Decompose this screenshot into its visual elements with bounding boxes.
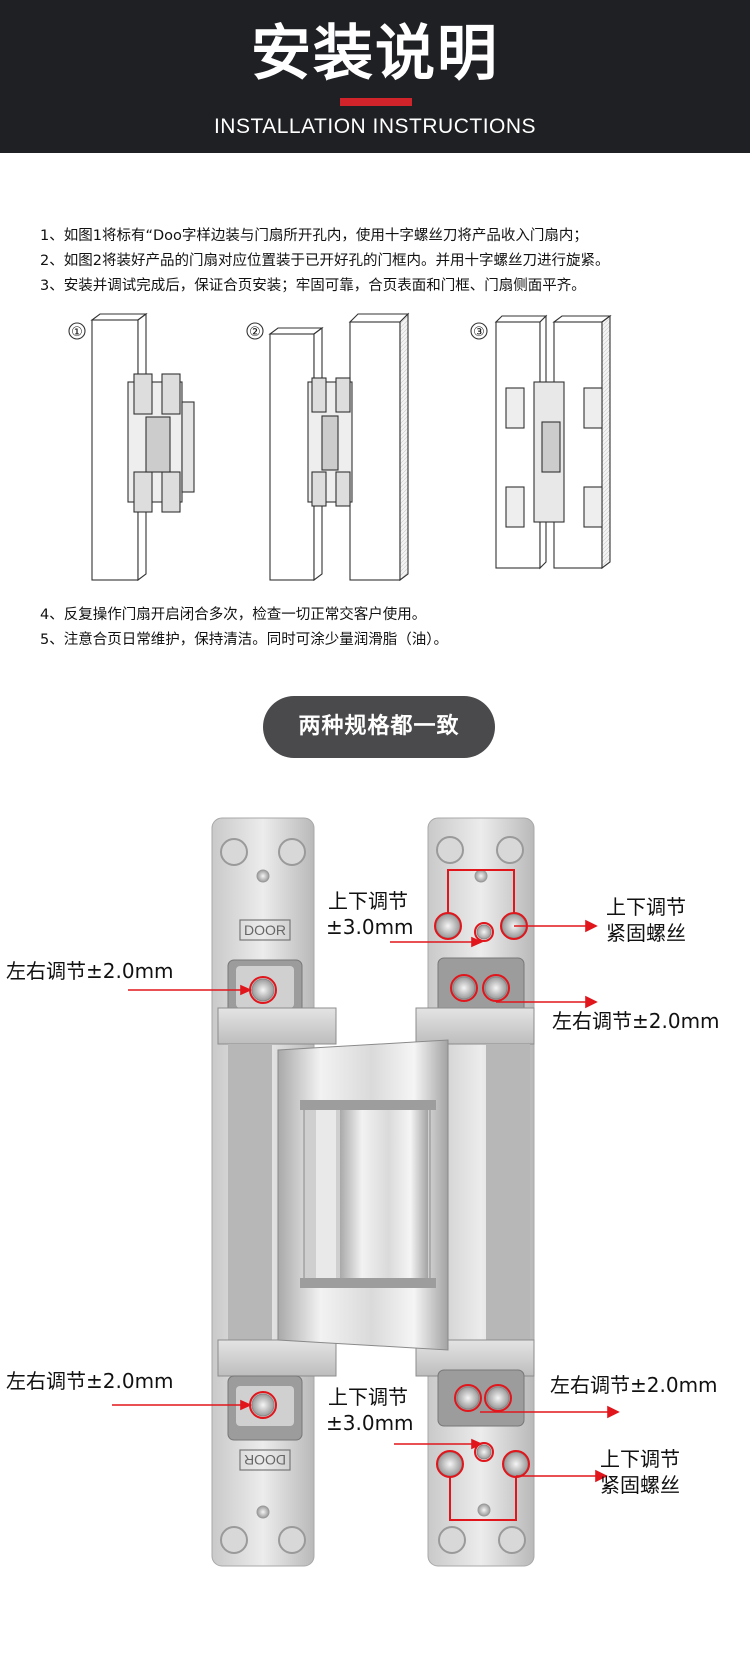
leader-lines xyxy=(112,919,620,1483)
brand-logo-top: DOOR xyxy=(244,922,286,938)
step-5: 5、注意合页日常维护，保持清洁。同时可涂少量润滑脂（油）。 xyxy=(40,632,448,648)
label-up-down-top-a: 上下调节 xyxy=(328,889,408,913)
label-up-down-bot-a: 上下调节 xyxy=(328,1385,408,1409)
hinge-knuckle xyxy=(277,1039,449,1351)
figure-2-marker: ② xyxy=(249,325,261,340)
adjustment-markers xyxy=(249,869,530,1521)
label-fasten-bot-a: 上下调节 xyxy=(600,1447,680,1471)
label-lr-left-top: 左右调节±2.0mm xyxy=(6,959,174,983)
figure-2: ② xyxy=(246,312,410,582)
figure-1: ① xyxy=(68,312,195,582)
label-lr-right-bottom: 左右调节±2.0mm xyxy=(550,1373,718,1397)
label-fasten-top-a: 上下调节 xyxy=(606,895,686,919)
label-fasten-bot-b: 紧固螺丝 xyxy=(600,1473,680,1497)
step-1: 1、如图1将标有“Doo字样边装与门扇所开孔内，使用十字螺丝刀将产品收入门扇内； xyxy=(40,228,588,244)
step-3: 3、安装并调试完成后，保证合页安装；牢固可靠，合页表面和门框、门扇侧面平齐。 xyxy=(40,278,586,294)
label-up-down-top-b: ±3.0mm xyxy=(326,915,414,939)
page-title: 安装说明 xyxy=(251,19,499,89)
step-2: 2、如图2将装好产品的门扇对应位置装于已开好孔的门框内。并用十字螺丝刀进行旋紧。 xyxy=(40,253,610,269)
page-subtitle: INSTALLATION INSTRUCTIONS xyxy=(213,115,537,138)
spec-badge: 两种规格都一致 xyxy=(263,696,495,758)
step-4: 4、反复操作门扇开启闭合多次，检查一切正常交客户使用。 xyxy=(40,607,427,623)
hinge-diagram: DOOR DOOR xyxy=(112,817,620,1567)
title-underline xyxy=(340,98,412,106)
figure-3-marker: ③ xyxy=(473,325,485,340)
figure-3: ③ xyxy=(470,314,612,570)
hinge-left-leaf: DOOR DOOR xyxy=(211,817,337,1567)
label-up-down-bot-b: ±3.0mm xyxy=(326,1411,414,1435)
brand-logo-bottom: DOOR xyxy=(244,1452,286,1468)
label-lr-left-bottom: 左右调节±2.0mm xyxy=(6,1369,174,1393)
page-header: 安装说明 INSTALLATION INSTRUCTIONS xyxy=(0,0,750,153)
hinge-right-leaf xyxy=(415,817,535,1567)
figure-1-marker: ① xyxy=(71,325,83,340)
label-lr-right-top: 左右调节±2.0mm xyxy=(552,1009,720,1033)
label-fasten-top-b: 紧固螺丝 xyxy=(606,921,686,945)
installation-figures: ① ② ③ xyxy=(68,312,612,582)
